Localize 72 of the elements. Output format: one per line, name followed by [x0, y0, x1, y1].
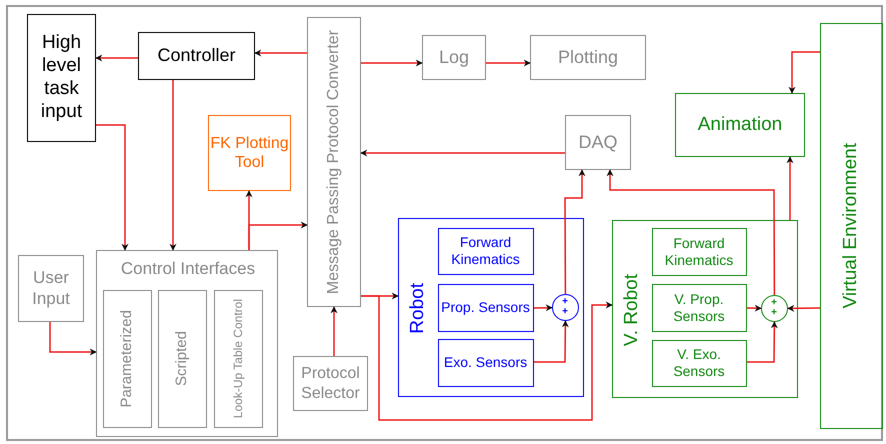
box-label: Look-Up Table Control — [230, 298, 246, 418]
box-label: Prop. Sensors — [441, 299, 530, 316]
arrow — [787, 304, 820, 312]
process-box — [307, 17, 361, 307]
process-box — [27, 14, 96, 142]
process-box — [293, 356, 368, 411]
arrow — [788, 51, 820, 94]
arrow — [254, 50, 307, 56]
process-box — [820, 23, 883, 429]
arrow — [170, 80, 176, 251]
box-label: Log — [438, 46, 470, 68]
arrow — [564, 169, 586, 294]
box-label: FK Plotting Tool — [209, 134, 290, 172]
arrow — [534, 304, 553, 312]
group-box — [96, 250, 278, 437]
process-box — [422, 35, 486, 80]
box-label: Plotting — [558, 46, 618, 68]
plus-sign: + — [771, 298, 777, 308]
arrow — [486, 60, 531, 66]
process-box — [438, 284, 534, 332]
arrow — [747, 321, 778, 363]
process-box — [208, 115, 291, 191]
process-box — [565, 115, 631, 170]
arrow — [534, 320, 569, 363]
arrow — [248, 222, 308, 250]
process-box — [18, 255, 84, 322]
box-label: Virtual Environment — [840, 143, 862, 309]
group-box — [398, 218, 584, 397]
process-box — [652, 340, 746, 386]
box-label: Animation — [698, 114, 782, 136]
arrow — [95, 54, 138, 62]
summing-junction — [760, 294, 788, 322]
process-box — [438, 228, 534, 274]
box-label: Protocol Selector — [300, 364, 361, 403]
summing-junction — [552, 294, 578, 320]
arrow — [361, 295, 613, 421]
box-label: DAQ — [578, 132, 618, 154]
box-label: Forward Kinematics — [450, 234, 521, 268]
group-title: Robot — [406, 283, 429, 334]
arrow — [360, 150, 565, 156]
process-box — [652, 228, 746, 276]
process-box — [652, 284, 746, 332]
group-title: Control Interfaces — [120, 258, 256, 280]
box-label: V. Prop. Sensors — [672, 290, 726, 324]
plus-sign: + — [562, 307, 568, 317]
arrow — [330, 306, 338, 356]
box-label: V. Exo. Sensors — [672, 346, 726, 380]
process-box — [158, 290, 206, 428]
plus-sign: + — [771, 308, 777, 318]
box-label: Controller — [157, 45, 236, 67]
arrow — [606, 169, 776, 295]
process-box — [438, 338, 534, 386]
arrow — [49, 322, 97, 356]
process-box — [214, 290, 262, 428]
group-title: V. Robot — [620, 274, 643, 346]
arrow — [96, 124, 128, 251]
process-box — [530, 35, 646, 80]
box-label: Scripted — [173, 330, 191, 386]
arrow — [786, 156, 794, 220]
box-label: Exo. Sensors — [444, 354, 528, 371]
box-label: High level task input — [40, 32, 84, 124]
group-box — [612, 220, 798, 398]
process-box — [675, 93, 805, 157]
box-label: Message Passing Protocol Converter — [324, 30, 344, 294]
plus-sign: + — [562, 297, 568, 307]
process-box — [102, 290, 152, 428]
arrow — [361, 60, 423, 66]
arrow — [746, 304, 762, 312]
box-label: User Input — [31, 268, 71, 309]
box-label: Parameterized — [118, 310, 136, 408]
process-box — [138, 32, 255, 80]
box-label: Forward Kinematics — [664, 234, 734, 268]
